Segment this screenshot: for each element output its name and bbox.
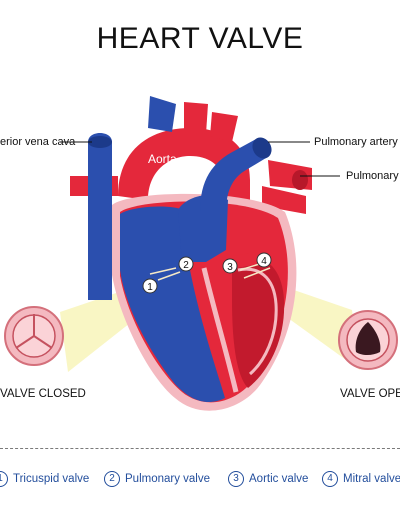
label-aorta: Aorta [148, 152, 177, 166]
legend-item-tricuspid: 1 Tricuspid valve [0, 471, 89, 487]
valve-closed-cusps [15, 314, 53, 349]
legend-label: Tricuspid valve [13, 473, 90, 485]
legend-item-aortic: 3 Aortic valve [228, 471, 308, 487]
vena-cava-opening [88, 136, 112, 148]
legend-divider [0, 448, 400, 449]
pulmonary-vein-opening [292, 170, 308, 190]
legend-number: 3 [228, 471, 244, 487]
legend-number: 2 [104, 471, 120, 487]
marker-4 [256, 252, 272, 268]
marker-4-label: 4 [261, 256, 267, 267]
legend-label: Aortic valve [249, 473, 309, 485]
valve-open-orifice [355, 322, 381, 355]
right-ventricle [120, 206, 225, 403]
page-title: HEART VALVE [96, 22, 304, 55]
marker-1-label: 1 [147, 282, 153, 293]
marker-3 [222, 258, 238, 274]
subclavian-vessel [210, 112, 238, 142]
marker-2-label: 2 [183, 260, 189, 271]
septum [201, 267, 239, 393]
legend-number: 4 [322, 471, 338, 487]
superior-vena-cava [88, 133, 112, 300]
marker-1 [142, 278, 158, 294]
label-pulmonary-artery: Pulmonary artery [314, 136, 398, 148]
legend-label: Mitral valve [343, 473, 400, 485]
carotid-vessel [184, 102, 208, 134]
label-valve-open: VALVE OPE [340, 388, 400, 400]
pulmonary-artery [200, 138, 266, 212]
legend-label: Pulmonary valve [125, 473, 211, 485]
tricuspid-leaflets [149, 267, 181, 281]
left-ventricle-wall [237, 267, 278, 376]
left-ventricle [232, 255, 285, 388]
marker-2 [178, 256, 194, 272]
label-superior-vena-cava: erior vena cava [0, 136, 76, 148]
pulmonary-artery-opening [252, 137, 272, 159]
label-pulmonary-vein: Pulmonary [346, 170, 399, 182]
label-valve-closed: VALVE CLOSED [0, 388, 86, 400]
legend: 1 Tricuspid valve 2 Pulmonary valve 3 Ao… [0, 471, 400, 489]
brachiocephalic-vessel [148, 96, 176, 132]
legend-number: 1 [0, 471, 8, 487]
marker-3-label: 3 [227, 262, 233, 273]
aorta [118, 128, 250, 215]
legend-item-mitral: 4 Mitral valve [322, 471, 400, 487]
legend-item-pulmonary: 2 Pulmonary valve [104, 471, 210, 487]
